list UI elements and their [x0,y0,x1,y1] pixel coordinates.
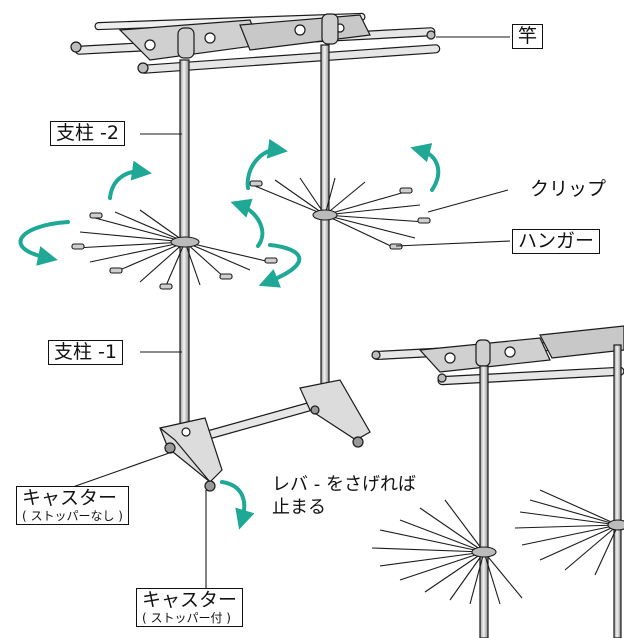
caster-with-stopper-title: キャスター [142,589,238,611]
label-lever-note: レバ - をさげれば 止まる [272,474,416,519]
label-caster-with-stopper: キャスター ( ストッパー付 ) [136,588,244,627]
lever-note-line-1: レバ - をさげれば [272,474,416,495]
lever-note-line-2: 止まる [272,496,326,518]
left-hanger [71,209,278,290]
label-clip: クリップ [530,178,607,200]
right-hanger [249,177,431,250]
label-caster-no-stopper: キャスター ( ストッパーなし ) [16,486,129,525]
right-base [299,379,371,448]
caster-no-stopper-title: キャスター [22,487,118,509]
label-strut-2: 支柱 -2 [50,121,125,146]
secondary-hanger [371,489,624,605]
rotation-arrows [18,138,441,530]
label-pole: 竿 [512,24,544,49]
secondary-rack [371,325,624,638]
leader-lines [69,36,511,592]
caster-no-stopper-note: ( ストッパーなし ) [22,509,123,523]
label-hanger: ハンガー [512,229,601,254]
top-rails [70,12,441,74]
caster-with-stopper-note: ( ストッパー付 ) [142,611,231,625]
label-strut-1: 支柱 -1 [48,340,123,365]
main-rack [70,12,441,492]
left-base [159,417,223,492]
